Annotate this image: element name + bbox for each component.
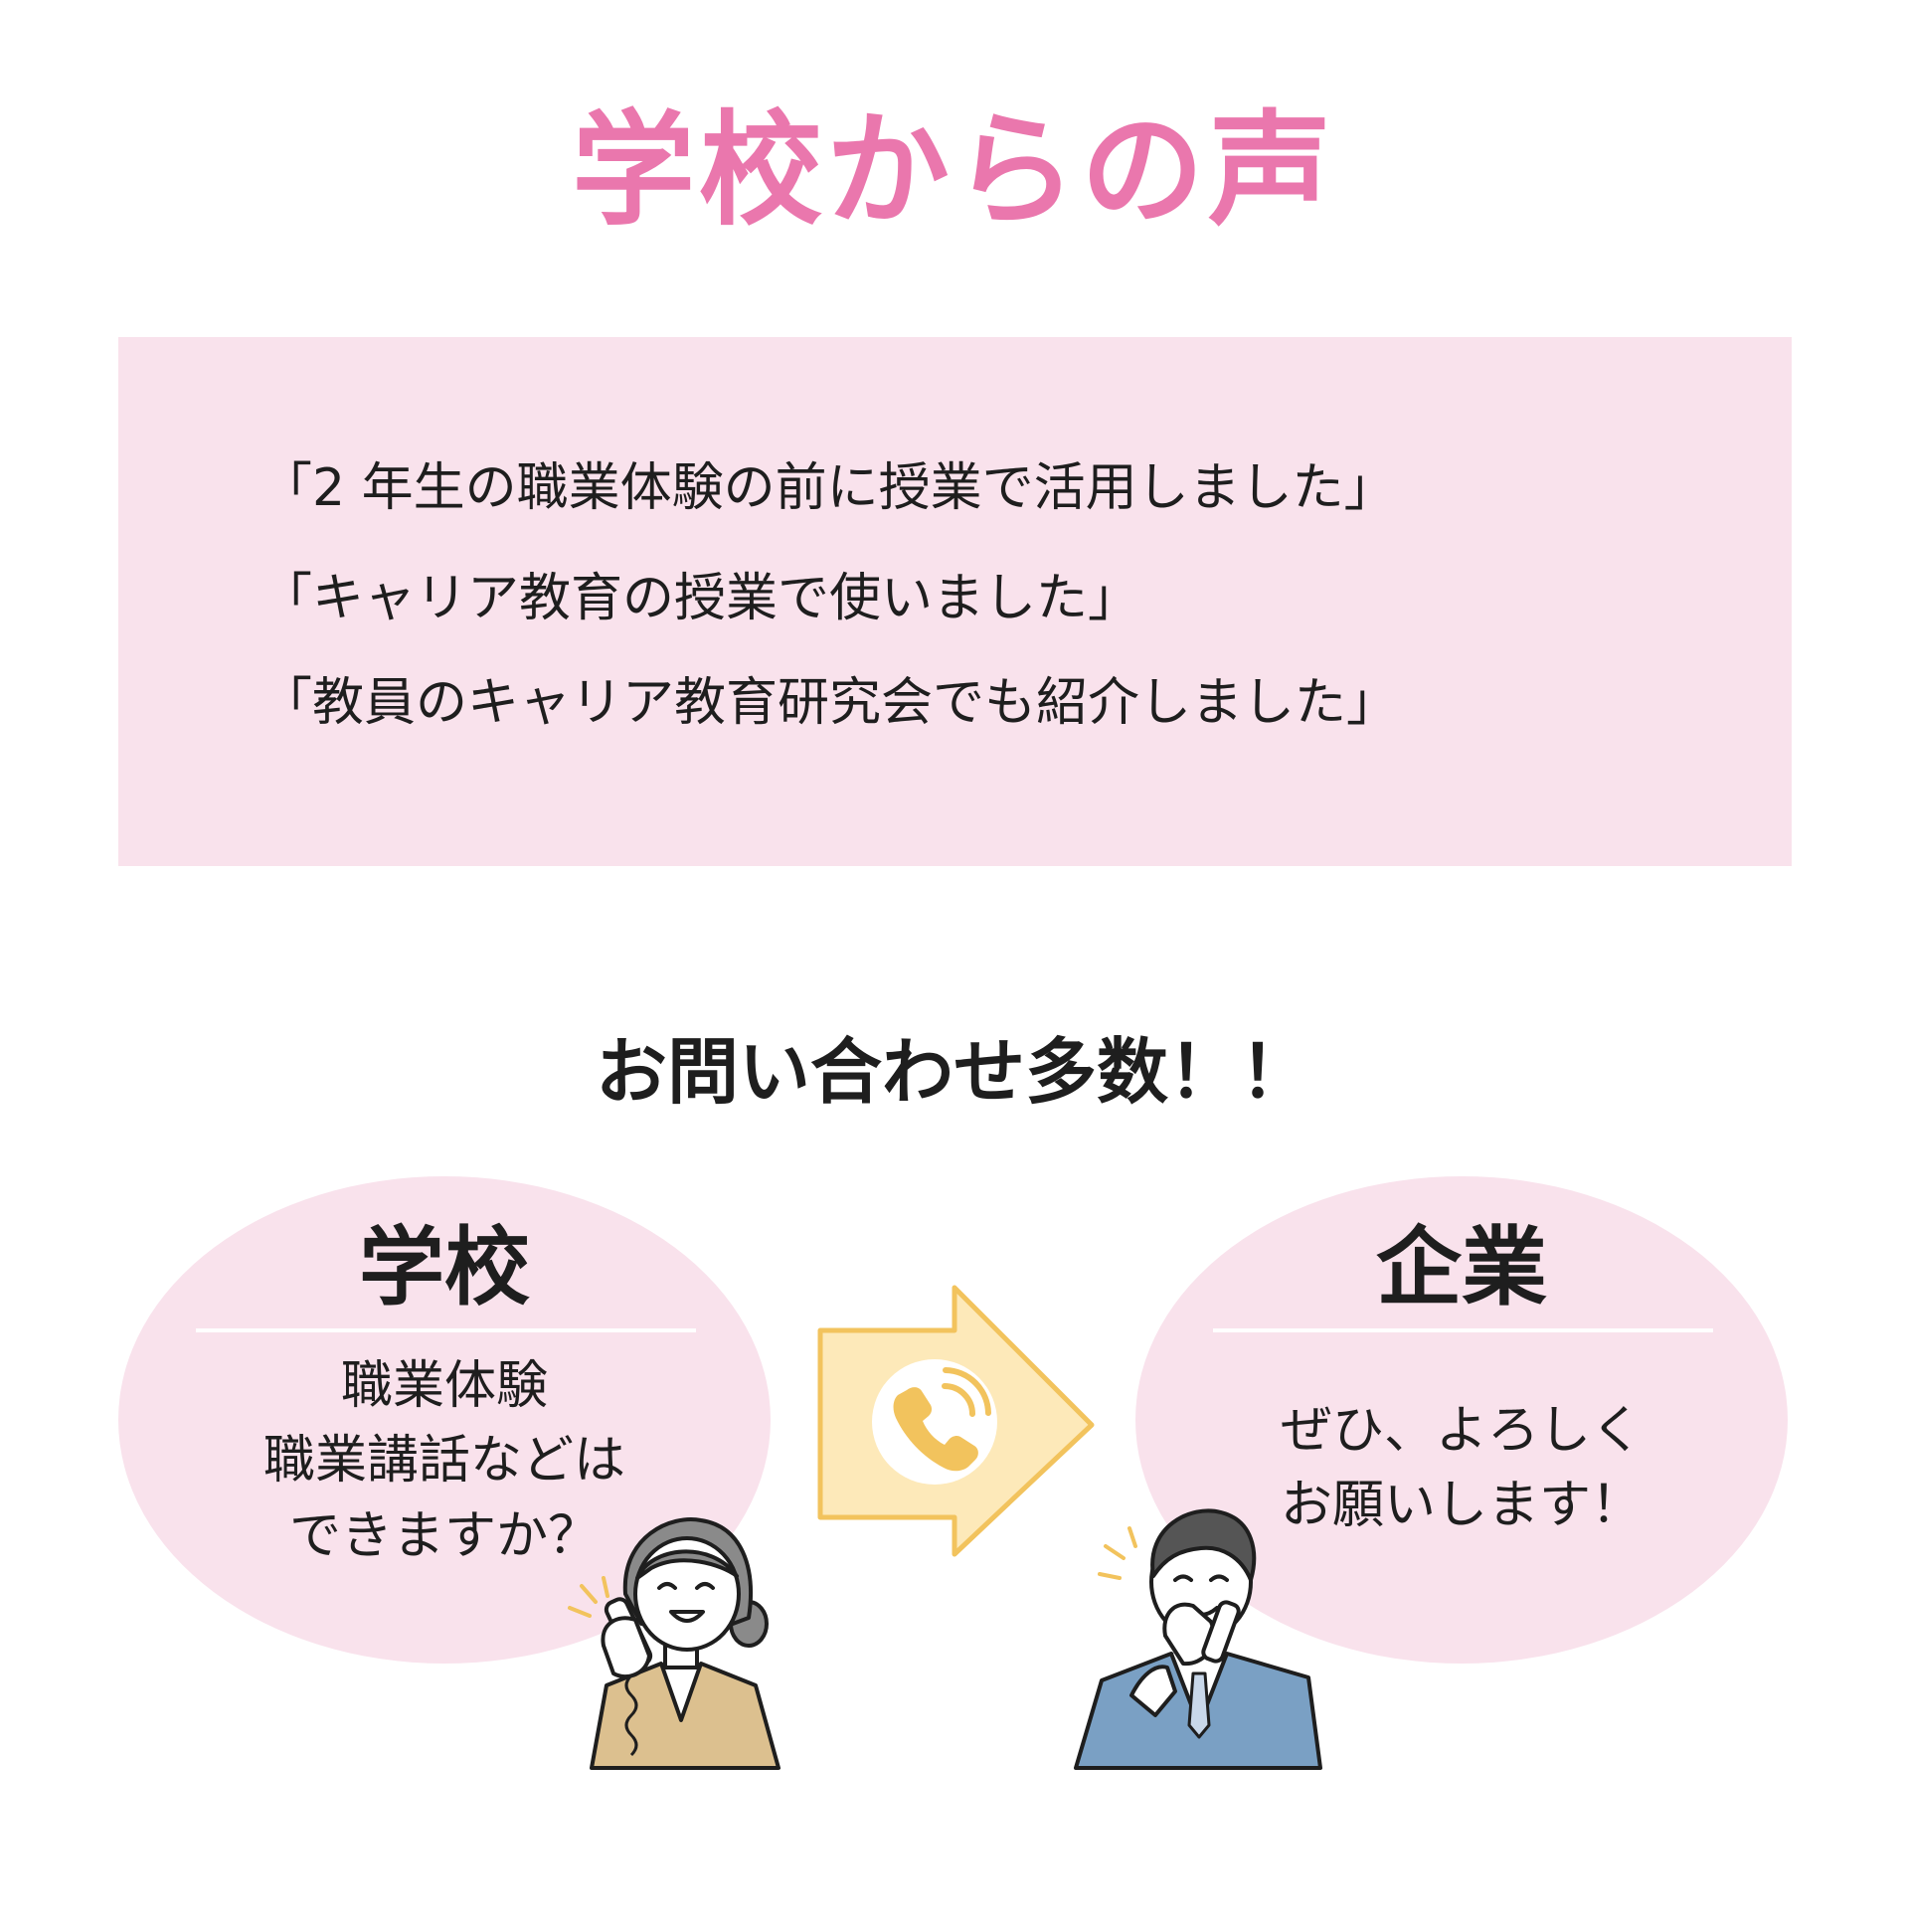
company-message-line: ぜひ、よろしく	[1280, 1401, 1643, 1461]
company-message-line: お願いします！	[1280, 1476, 1643, 1536]
inquiry-heading: お問い合わせ多数！！	[595, 1030, 1311, 1114]
voices-panel	[118, 337, 1792, 866]
page-title: 学校からの声	[571, 99, 1335, 243]
arrow-right-icon	[817, 1285, 1095, 1557]
school-label: 学校	[359, 1218, 530, 1317]
school-message-line: できますか？	[288, 1505, 600, 1566]
school-message-line: 職業講話などは	[262, 1431, 625, 1492]
voice-item: 「教員のキャリア教育研究会でも紹介しました」	[260, 673, 1399, 733]
voice-item: 「キャリア教育の授業で使いました」	[260, 569, 1140, 628]
phone-call-icon	[872, 1359, 997, 1485]
voice-item: 「2 年生の職業体験の前に授業で活用しました」	[260, 458, 1396, 518]
company-divider	[1213, 1328, 1713, 1332]
man-on-phone-illustration	[1074, 1508, 1322, 1770]
school-message-line: 職業体験	[340, 1356, 548, 1416]
school-divider	[196, 1328, 696, 1332]
school-message: 職業体験 職業講話などは できますか？	[146, 1349, 743, 1574]
company-message: ぜひ、よろしく お願いします！	[1163, 1394, 1760, 1544]
woman-on-phone-illustration	[568, 1517, 780, 1770]
company-label: 企業	[1376, 1218, 1547, 1317]
